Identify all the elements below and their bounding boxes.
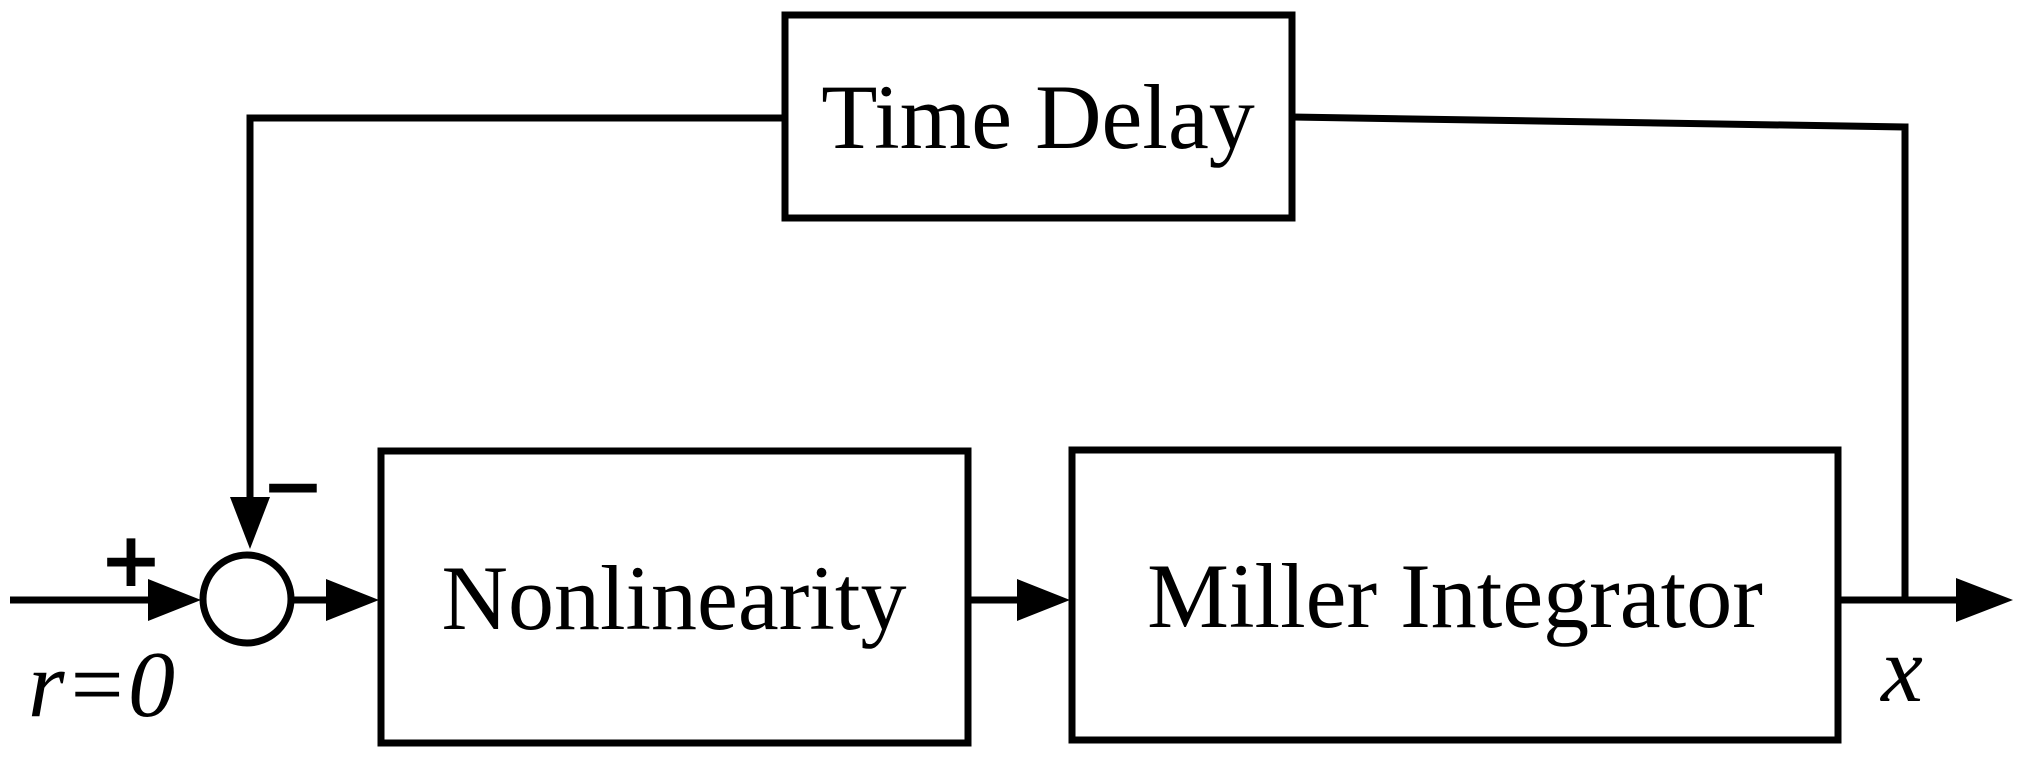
summing-junction: + − <box>99 441 325 647</box>
plus-sign: + <box>99 515 163 604</box>
input-arrowhead <box>148 579 201 621</box>
feedback-wire-right <box>1291 113 1909 600</box>
feedback-arrowhead-down <box>230 497 270 549</box>
output-signal-label: x <box>1879 618 1923 722</box>
input-signal-label: r=0 <box>28 633 175 737</box>
nonlinearity-label: Nonlinearity <box>442 547 907 649</box>
output-arrowhead <box>1956 578 2013 622</box>
sum-to-nonlinearity-arrowhead <box>326 579 379 621</box>
nonlinearity-block: Nonlinearity <box>377 447 972 747</box>
nonlinearity-rect <box>377 447 972 747</box>
miller-integrator-rect <box>1068 446 1842 744</box>
feedback-wire-left <box>246 114 785 502</box>
miller-integrator-block: Miller Integrator <box>1068 446 1842 744</box>
summing-junction-circle <box>199 551 295 647</box>
time-delay-label: Time Delay <box>821 66 1255 168</box>
miller-integrator-label: Miller Integrator <box>1147 545 1763 647</box>
time-delay-rect <box>781 11 1296 222</box>
time-delay-block: Time Delay <box>781 11 1296 222</box>
nonlinearity-to-integrator-arrowhead <box>1017 579 1070 621</box>
minus-sign: − <box>261 441 325 530</box>
